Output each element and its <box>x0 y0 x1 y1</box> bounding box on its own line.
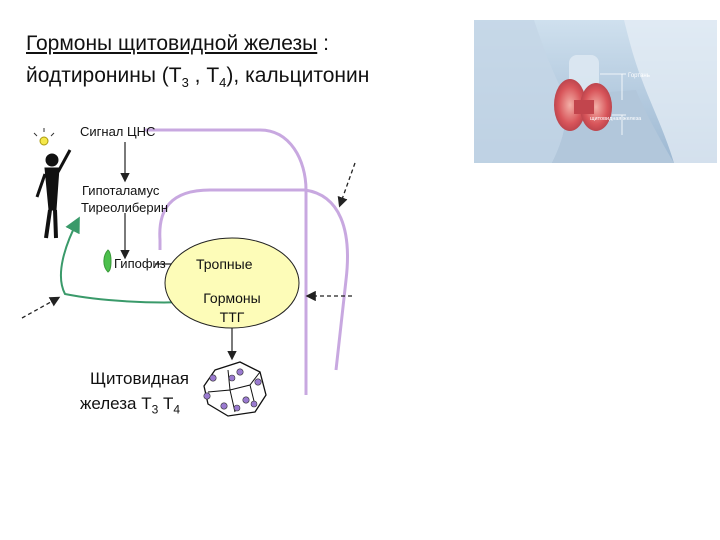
green-feedback-arrow <box>59 216 206 304</box>
thyroid-sub3: 3 <box>151 402 159 417</box>
photo-label-thyroid: щитовидная железа <box>590 116 642 122</box>
title-sub4: 4 <box>219 75 227 91</box>
title-line1: Гормоны щитовидной железы <box>26 32 318 55</box>
lightbulb-icon <box>33 128 55 146</box>
person-icon <box>35 149 72 239</box>
label-thyroid-line2: железа Т3 Т4 <box>80 393 180 420</box>
label-pituitary: Гипофиз <box>114 256 166 271</box>
label-tsh: ТТГ <box>219 309 245 325</box>
thyroid-neck-illustration: Гортань щитовидная железа <box>474 20 717 163</box>
inner-feedback-loop <box>158 188 349 371</box>
dashed-input-left <box>21 296 61 319</box>
label-cns-signal: Сигнал ЦНС <box>80 124 156 139</box>
thyroid-follicle-icon <box>203 361 267 417</box>
title-sep: , Т <box>188 64 220 87</box>
title-line2-post: ), кальцитонин <box>226 64 370 87</box>
dashed-input-topright <box>337 162 356 208</box>
title-sub3: 3 <box>181 75 189 91</box>
label-thyroid-line1: Щитовидная <box>90 369 189 388</box>
label-hormones: Гормоны <box>203 290 261 306</box>
title-line1-suffix: : <box>317 32 329 55</box>
label-hypothalamus: Гипоталамус <box>82 183 160 198</box>
label-thyroliberin: Тиреолиберин <box>81 200 169 215</box>
outer-feedback-loop <box>145 128 308 395</box>
thyroid-mid: Т <box>158 394 174 413</box>
thyroid-gland-shape <box>554 79 586 131</box>
title-line2-pre: йодтиронины (Т <box>26 64 182 87</box>
pituitary-shape <box>103 249 112 273</box>
slide-title: Гормоны щитовидной железы : йодтиронины … <box>26 28 466 99</box>
thyroid-sub4: 4 <box>173 402 181 417</box>
label-tropic: Тропные <box>196 256 253 272</box>
thyroid-line2-pre: железа Т <box>80 394 152 413</box>
photo-label-larynx: Гортань <box>628 73 650 79</box>
